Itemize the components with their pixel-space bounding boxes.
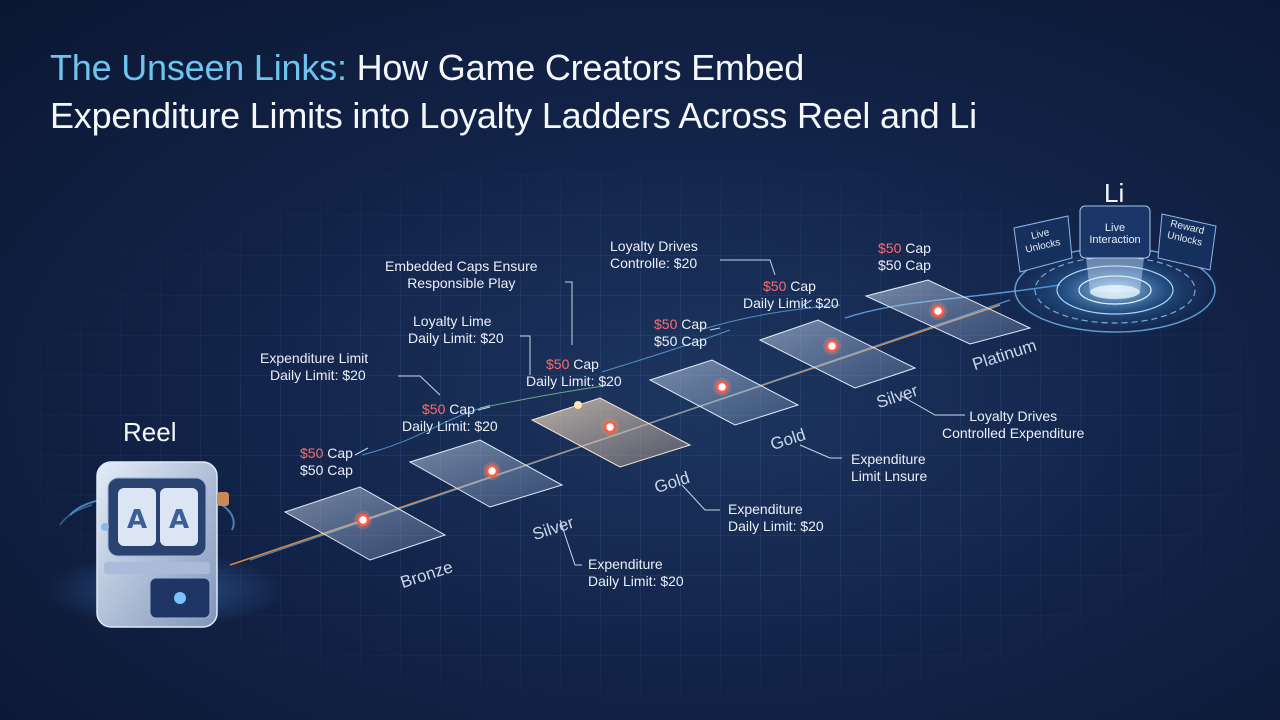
title-line1: How Game Creators Embed bbox=[346, 47, 805, 88]
page-title: The Unseen Links: How Game Creators Embe… bbox=[50, 44, 977, 140]
node-silver-2 bbox=[823, 337, 841, 355]
tier-card-silver bbox=[408, 439, 564, 508]
li-label: Li bbox=[1104, 178, 1125, 208]
callout-leaders bbox=[354, 259, 965, 566]
tier-card-silver-2 bbox=[758, 319, 917, 389]
node-gold-2 bbox=[713, 378, 731, 396]
callout-cap-4: $50 Cap$50 Cap bbox=[654, 316, 707, 349]
node-bronze bbox=[354, 511, 372, 529]
hub-panel-right bbox=[1157, 213, 1217, 271]
title-highlight: The Unseen Links: bbox=[50, 47, 347, 88]
tier-card-platinum bbox=[864, 279, 1032, 345]
svg-text:A: A bbox=[127, 505, 147, 535]
callout-cap-6: $50 Cap$50 Cap bbox=[878, 240, 931, 273]
slot-machine-icon: A A bbox=[45, 461, 285, 628]
reel-label: Reel bbox=[123, 417, 177, 447]
tier-nodes bbox=[354, 302, 947, 529]
hub-panel-center bbox=[1079, 205, 1151, 259]
svg-text:A: A bbox=[169, 505, 189, 535]
callout-cap-1: $50 Cap$50 Cap bbox=[300, 445, 353, 478]
node-gold bbox=[601, 418, 619, 436]
hub-panel-left bbox=[1013, 215, 1073, 273]
node-silver bbox=[483, 462, 501, 480]
node-platinum bbox=[929, 302, 947, 320]
title-line2: Expenditure Limits into Loyalty Ladders … bbox=[50, 95, 977, 136]
live-hub-icon bbox=[1007, 205, 1223, 336]
